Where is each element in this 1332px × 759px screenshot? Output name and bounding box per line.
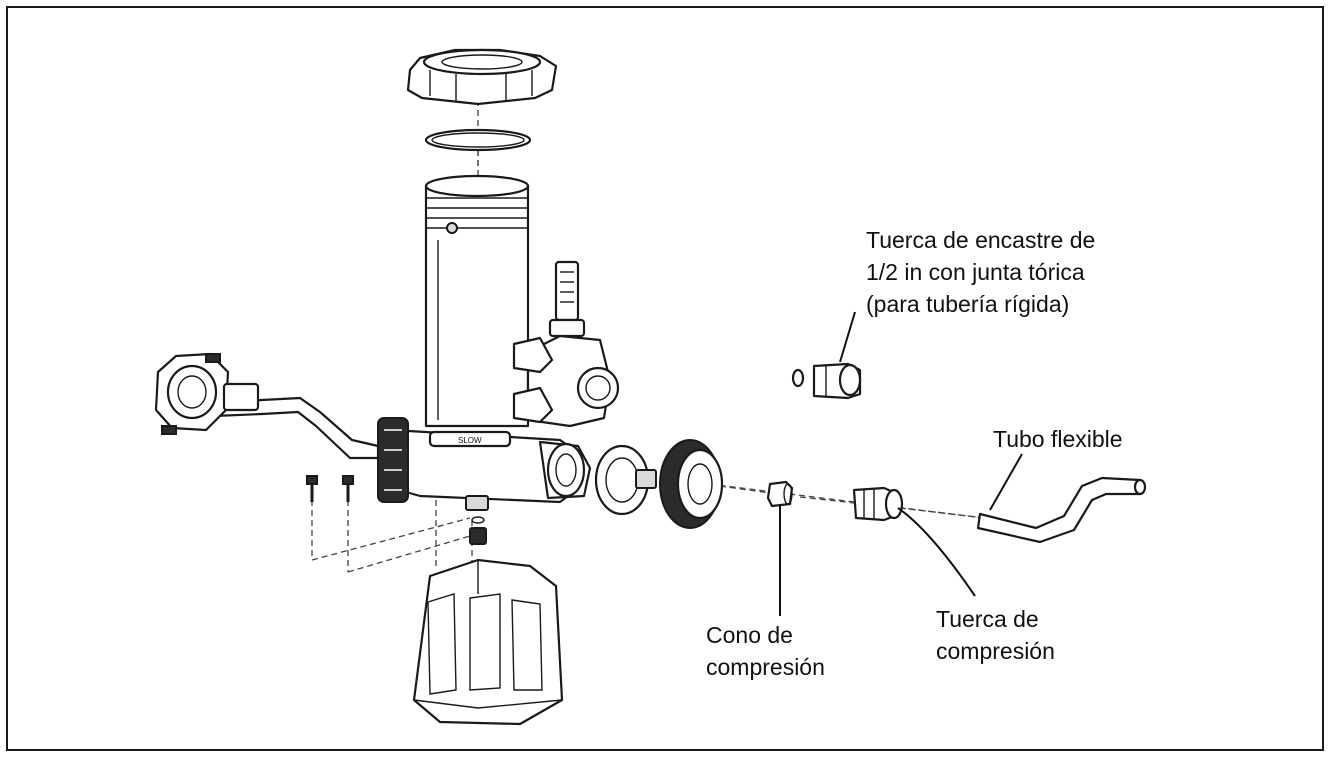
half-inch-insert-nut: [791, 362, 862, 400]
mounting-screws: [306, 475, 354, 502]
body-thread: [426, 197, 528, 229]
check-valve: [594, 444, 657, 516]
slow-marking: SLOW: [458, 436, 482, 445]
label-flexible-tube: Tubo flexible: [993, 426, 1123, 452]
control-valve: [512, 260, 620, 428]
compression-nut: [852, 486, 904, 522]
label-compression-nut-line2: compresión: [936, 638, 1055, 664]
leader-lines: [779, 311, 1023, 616]
saddle-clamp-with-pipe: [154, 352, 380, 460]
top-cap: [406, 48, 558, 106]
compression-cone: [766, 480, 794, 508]
stand-base: [412, 558, 564, 726]
drain-plug: [469, 516, 487, 545]
label-compression-cone-line1: Cono de: [706, 622, 793, 648]
label-insert-nut-line1: Tuerca de encastre de: [866, 227, 1096, 253]
union-nut: [659, 439, 724, 529]
flexible-tube: [976, 476, 1147, 544]
bottom-housing: SLOW: [377, 417, 592, 511]
label-compression-nut-line1: Tuerca de: [936, 606, 1039, 632]
label-insert-nut-line2: 1/2 in con junta tórica: [866, 259, 1085, 285]
label-insert-nut-line3: (para tubería rígida): [866, 291, 1070, 317]
diagram-frame: [6, 6, 1324, 751]
o-ring: [424, 128, 532, 152]
label-compression-cone-line2: compresión: [706, 654, 825, 680]
feeder-body: [424, 174, 530, 428]
